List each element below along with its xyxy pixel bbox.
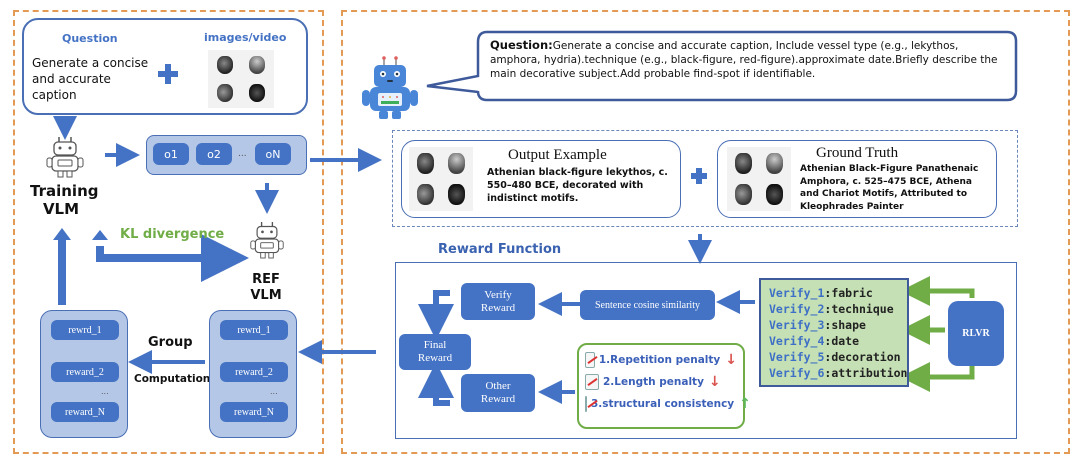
verify-item: Verify_4:date	[769, 334, 860, 348]
question-input-box: Question Generate a concise and accurate…	[22, 18, 308, 115]
verify-list-box: Verify_1:fabric Verify_2:technique Verif…	[759, 278, 909, 387]
ref-vlm-robot-icon	[249, 220, 285, 260]
question-robot-icon	[362, 55, 420, 121]
ref-reward-n: reward_N	[220, 402, 288, 422]
output-example-images	[409, 147, 473, 211]
question-text: Generate a concise and accurate caption	[32, 56, 149, 102]
group-label: Group	[148, 335, 193, 350]
arrow-rlvr-to-verify-6	[900, 362, 975, 392]
verify-item: Verify_5:decoration	[769, 350, 901, 364]
output-oN: oN	[255, 143, 291, 165]
group-rewards-box: rewrd_1 reward_2 ... reward_N	[40, 310, 128, 438]
output-o1: o1	[153, 143, 189, 165]
checklist-icon	[585, 352, 595, 368]
output-example-text: Athenian black-figure lekythos, c. 550–4…	[487, 167, 668, 204]
arrow-down-icon: ↓	[708, 374, 721, 390]
sentence-cosine-box: Sentence cosine similarity	[580, 290, 715, 320]
verify-reward-box: Verify Reward	[461, 283, 535, 320]
ref-reward-2: reward_2	[220, 362, 288, 382]
question-prompt-body: Generate a concise and accurate caption,…	[490, 40, 998, 80]
verify-item: Verify_2:technique	[769, 302, 894, 316]
other-reward-box: Other Reward	[461, 374, 535, 412]
outputs-box: o1 o2 ... oN	[146, 135, 307, 175]
group-reward-2: reward_2	[51, 362, 119, 382]
checklist-icon	[585, 396, 587, 412]
output-ellipsis: ...	[238, 149, 247, 159]
output-o2: o2	[196, 143, 232, 165]
arrow-rlvr-to-verify-1	[900, 276, 975, 306]
computation-label: Computation	[134, 373, 211, 385]
arrow-down-icon: ↓	[725, 352, 737, 368]
penalty-label: 2.Length penalty	[603, 376, 704, 388]
arrow-other-to-final	[418, 362, 454, 406]
arrow-rewards-to-vlm-head	[53, 228, 71, 240]
final-reward-box: Final Reward	[399, 334, 471, 370]
penalty-item: 3.structural consistency ↑	[585, 393, 751, 415]
examples-container	[392, 130, 1018, 227]
ground-truth-images	[727, 147, 791, 211]
verify-item: Verify_6:attribution	[769, 366, 908, 380]
arrow-kl-up-head	[92, 230, 108, 240]
plus-icon-examples	[691, 168, 707, 184]
penalties-box: 1.Repetition penalty↓ 2.Length penalty↓ …	[577, 343, 751, 429]
ref-vlm-label: REF VLM	[250, 272, 282, 303]
penalty-label: 1.Repetition penalty	[598, 354, 721, 366]
arrow-kl-divergence	[96, 234, 249, 282]
penalty-item: 1.Repetition penalty ↓	[585, 349, 737, 371]
rlvr-box: RLVR	[948, 301, 1004, 366]
checklist-icon	[585, 374, 599, 390]
group-reward-n: reward_N	[51, 402, 119, 422]
question-prompt-text: Question:Generate a concise and accurate…	[490, 38, 1005, 81]
ground-truth-title: Ground Truth	[816, 145, 899, 161]
ref-rewards-box: rewrd_1 reward_2 ... reward_N	[209, 310, 297, 438]
training-vlm-robot-icon	[45, 135, 85, 179]
input-images	[208, 50, 274, 108]
verify-item: Verify_3:shape	[769, 318, 866, 332]
output-example-title: Output Example	[508, 147, 607, 163]
reward-function-box	[395, 262, 1017, 439]
arrow-verify-to-final	[418, 290, 454, 340]
kl-divergence-label: KL divergence	[120, 227, 225, 242]
right-panel	[341, 10, 1070, 454]
ground-truth-text: Athenian Black-Figure Panathenaic Amphor…	[800, 164, 979, 212]
reward-function-label: Reward Function	[438, 242, 562, 257]
penalty-item: 2.Length penalty ↓	[585, 371, 737, 393]
penalty-label: 3.structural consistency	[591, 398, 735, 410]
left-panel	[13, 10, 324, 454]
verify-item: Verify_1:fabric	[769, 286, 873, 300]
group-reward-ellipsis: ...	[101, 387, 109, 396]
training-vlm-label: Training VLM	[30, 182, 99, 218]
ref-reward-1: rewrd_1	[220, 320, 288, 340]
plus-icon	[158, 64, 178, 84]
ref-reward-ellipsis: ...	[270, 387, 278, 396]
question-label: Question	[62, 32, 118, 45]
question-prompt-label: Question:	[490, 38, 553, 52]
output-example-card: Output Example Athenian black-figure lek…	[401, 140, 681, 218]
group-reward-1: rewrd_1	[51, 320, 119, 340]
images-label: images/video	[204, 31, 287, 44]
arrow-up-icon: ↑	[739, 396, 751, 412]
ground-truth-card: Ground Truth Athenian Black-Figure Panat…	[717, 140, 997, 218]
